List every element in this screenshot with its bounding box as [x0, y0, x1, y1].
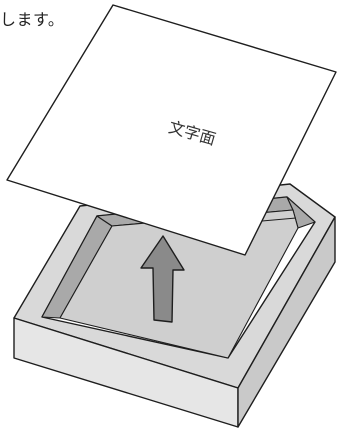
dial-sheet-paper [6, 4, 337, 256]
up-arrow-icon [140, 235, 185, 323]
box-right-face [237, 216, 336, 428]
dial-sheet: 文字面 [6, 4, 337, 256]
caption-text: します。 [0, 10, 65, 29]
